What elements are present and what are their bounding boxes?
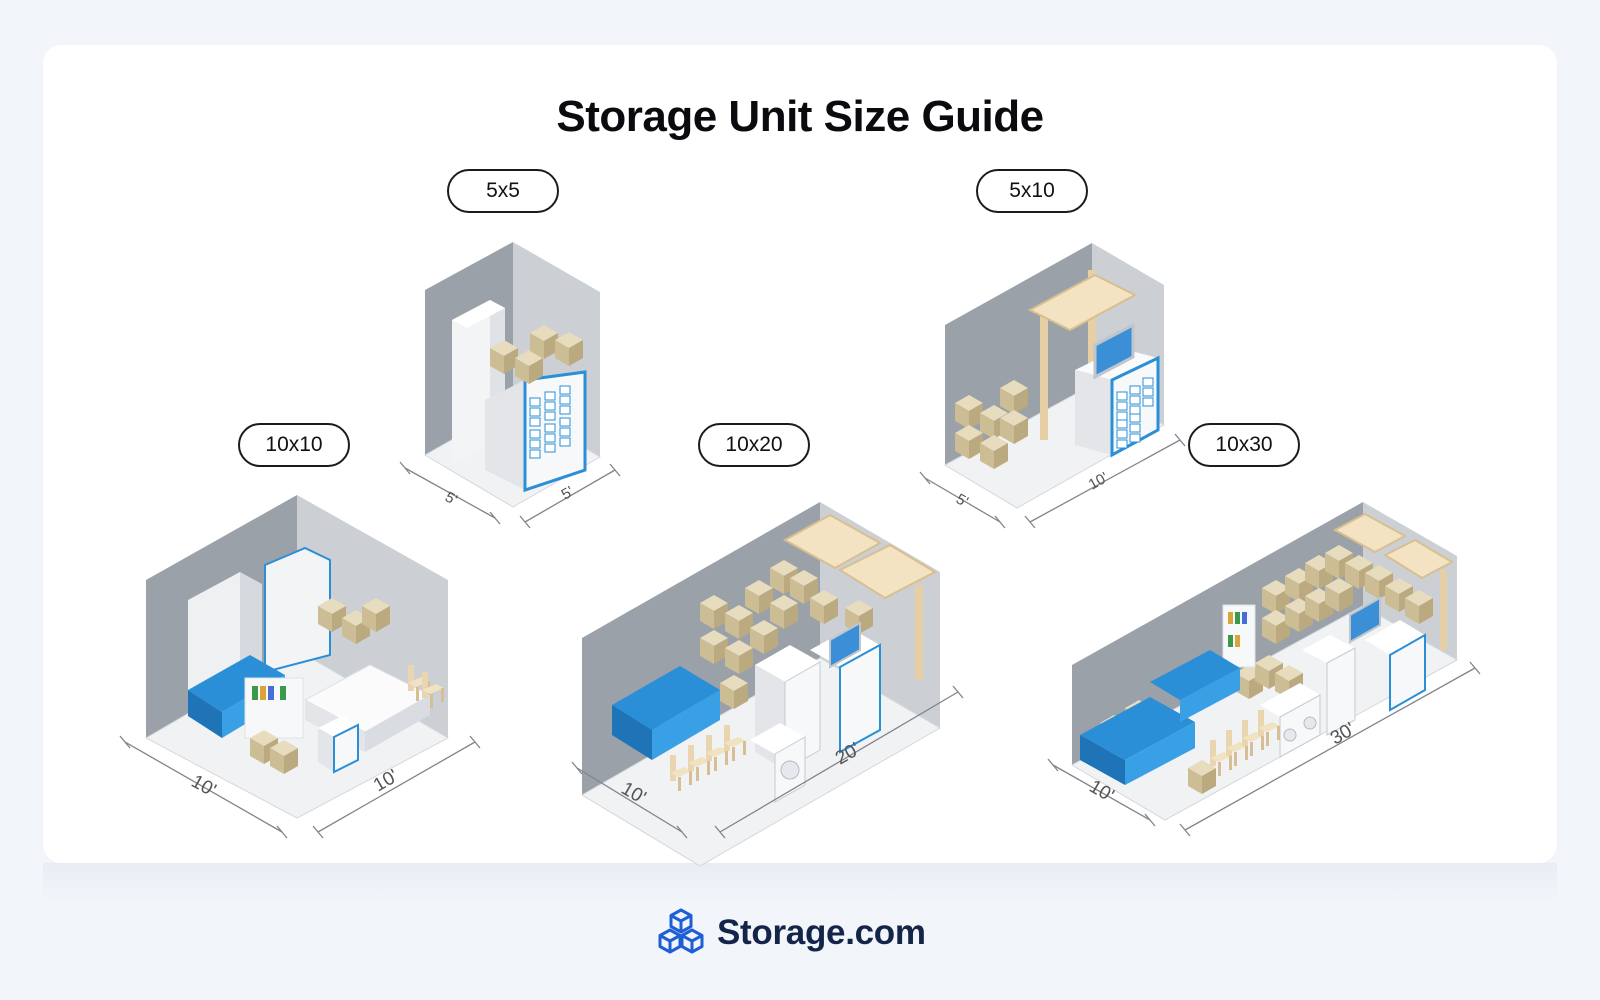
unit-10x30: 10' 30' bbox=[1047, 502, 1481, 837]
unit-5x5: 5' 5' bbox=[399, 242, 621, 529]
unit-10x10: 10' 10' bbox=[119, 495, 481, 839]
card-shadow bbox=[43, 863, 1557, 903]
dimension-5x10-width: 5' bbox=[953, 491, 971, 511]
unit-label-5x5: 5x5 bbox=[447, 169, 559, 213]
dimension-5x5-width: 5' bbox=[442, 489, 460, 509]
unit-label-10x20: 10x20 bbox=[698, 423, 810, 467]
brand-name: Storage.com bbox=[717, 913, 926, 952]
page-title: Storage Unit Size Guide bbox=[556, 92, 1044, 141]
unit-10x20: 10' 20' bbox=[571, 502, 964, 867]
cubes-logo-icon bbox=[657, 907, 705, 960]
unit-5x10: 5' 10' bbox=[919, 243, 1186, 529]
dimension-10x10-width: 10' bbox=[188, 771, 220, 801]
unit-label-10x30: 10x30 bbox=[1188, 423, 1300, 467]
unit-label-10x10: 10x10 bbox=[238, 423, 350, 467]
brand[interactable]: Storage.com bbox=[657, 908, 926, 958]
unit-label-5x10: 5x10 bbox=[976, 169, 1088, 213]
